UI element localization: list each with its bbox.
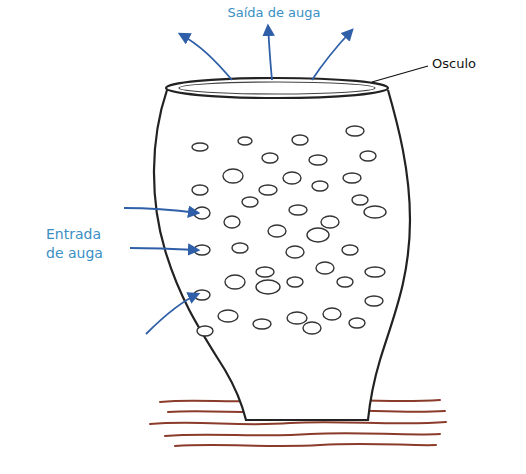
pore: [259, 185, 277, 195]
pore: [253, 319, 271, 329]
inflow-arrow: [130, 248, 198, 250]
pore: [283, 172, 301, 184]
pore: [309, 155, 327, 165]
pore: [360, 151, 376, 161]
pore: [218, 310, 238, 322]
pore: [321, 216, 339, 228]
pore: [346, 126, 364, 136]
pore: [323, 308, 341, 320]
pore: [197, 326, 213, 336]
pore: [312, 181, 328, 191]
pore: [287, 312, 307, 324]
pore: [286, 246, 304, 258]
pore: [238, 137, 252, 145]
pore: [256, 267, 274, 277]
leader-line: [372, 66, 428, 82]
pores: [192, 126, 386, 336]
flow-label: Entrada de auga: [46, 225, 112, 263]
pore: [225, 275, 245, 289]
pore: [303, 322, 321, 334]
outflow-arrow: [180, 34, 232, 80]
pore: [364, 206, 386, 218]
pore: [192, 143, 208, 151]
rock-line: [175, 444, 436, 446]
sponge-body: [154, 90, 410, 420]
water-arrows: [124, 26, 352, 334]
pore: [316, 262, 334, 274]
pore: [223, 169, 243, 183]
pore: [365, 296, 383, 306]
pore: [292, 135, 308, 145]
pore: [337, 277, 353, 287]
pore: [349, 318, 365, 328]
pore: [232, 243, 248, 253]
osculum-rim: [166, 78, 388, 98]
pore: [343, 173, 361, 183]
inflow-arrow: [146, 294, 198, 334]
pore: [268, 225, 286, 237]
pore: [256, 280, 280, 294]
outflow-arrow: [312, 30, 352, 80]
pore: [365, 267, 385, 277]
part-label: Osculo: [432, 55, 502, 73]
pore: [242, 197, 258, 207]
rock-line: [165, 433, 440, 436]
pore: [307, 228, 329, 242]
rock-line: [150, 422, 446, 424]
pore: [287, 277, 303, 287]
flow-label: Saída de auga: [214, 4, 334, 22]
pore: [192, 185, 208, 195]
pore: [224, 216, 240, 228]
pore: [262, 153, 278, 163]
inflow-arrow: [124, 208, 198, 213]
pore: [342, 245, 358, 255]
osculum-opening: [179, 82, 375, 94]
pore: [289, 205, 307, 215]
pore: [352, 195, 368, 205]
outflow-arrow: [268, 26, 272, 80]
